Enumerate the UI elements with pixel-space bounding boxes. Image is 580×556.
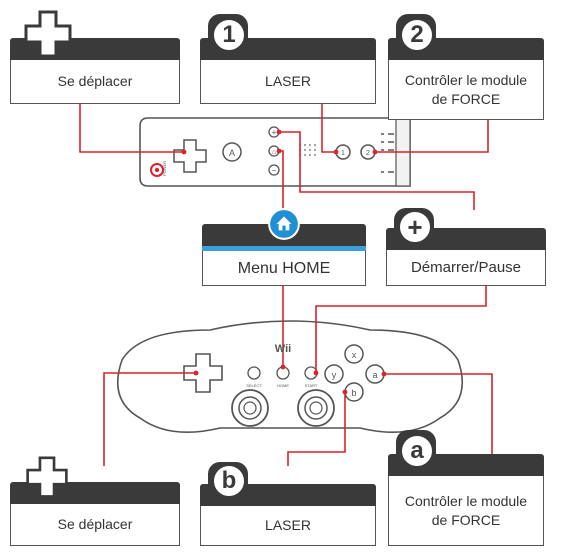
dpad-icon xyxy=(24,10,72,58)
card-force-top-line1: Contrôler le module xyxy=(404,71,528,88)
card-move-top-label: Se déplacer xyxy=(10,60,180,104)
card-move-top: Se déplacer xyxy=(10,10,180,104)
wiimote-power-label: POWER xyxy=(162,161,167,176)
wiimote-a-button xyxy=(222,142,242,162)
classic-b-label: b xyxy=(351,388,356,398)
classic-dpad-icon xyxy=(183,353,223,393)
classic-controller xyxy=(116,320,464,433)
classic-select-label: SELECT xyxy=(246,383,262,388)
wiimote-home-label: ⌂ xyxy=(272,149,276,156)
classic-x-label: x xyxy=(352,350,357,360)
classic-brand: Wii xyxy=(275,343,291,355)
card-move-bottom-label: Se déplacer xyxy=(10,504,180,546)
connector-dots xyxy=(181,129,387,395)
wiimote-2-label: 2 xyxy=(366,150,370,157)
classic-select-button xyxy=(247,366,261,380)
classic-start-label: START xyxy=(305,383,318,388)
badge-one: 1 xyxy=(212,18,246,52)
wiimote-a-label: A xyxy=(229,148,235,158)
card-force-top-body: Contrôler le module de FORCE xyxy=(388,60,544,120)
wiimote-player-leds xyxy=(381,133,394,173)
card-force-bottom-line1: Contrôler le module xyxy=(404,492,528,509)
badge-plus: + xyxy=(398,210,432,244)
card-force-bottom-line2: de FORCE xyxy=(431,511,501,528)
home-icon xyxy=(268,208,300,240)
card-start-pause: Démarrer/Pause + xyxy=(386,206,546,286)
card-menu-home-label: Menu HOME xyxy=(202,251,366,286)
wiimote-1-label: 1 xyxy=(341,150,345,157)
classic-a-label: a xyxy=(372,370,377,380)
card-force-bottom-body: Contrôler le module de FORCE xyxy=(388,476,544,546)
card-laser-bottom: LASER b xyxy=(200,462,376,546)
classic-left-stick xyxy=(231,389,269,427)
wiimote-minus-label: − xyxy=(272,166,277,175)
card-laser-top-label: LASER xyxy=(200,60,376,104)
badge-two: 2 xyxy=(400,18,434,52)
card-force-top-line2: de FORCE xyxy=(431,90,501,107)
controller-text: A POWER + ⌂ − 1 2 Wii SELECT HOME START … xyxy=(162,128,378,398)
classic-y-button xyxy=(324,364,344,384)
wiimote-dpad-icon xyxy=(173,139,207,173)
card-laser-top: LASER 1 xyxy=(200,14,376,104)
card-start-pause-label: Démarrer/Pause xyxy=(386,250,546,286)
card-menu-home: Menu HOME xyxy=(202,206,366,286)
card-laser-bottom-label: LASER xyxy=(200,506,376,546)
classic-x-button xyxy=(344,344,364,364)
card-force-top: Contrôler le module de FORCE 2 xyxy=(388,14,544,120)
card-move-bottom: Se déplacer xyxy=(10,456,180,546)
wiimote-minus-button xyxy=(268,164,280,176)
badge-a: a xyxy=(400,434,434,468)
wiimote-plus-label: + xyxy=(272,128,277,137)
classic-home-label: HOME xyxy=(277,383,289,388)
badge-b: b xyxy=(212,464,246,498)
card-force-bottom: Contrôler le module de FORCE a xyxy=(388,430,544,546)
dpad-icon-bottom xyxy=(26,456,68,498)
classic-right-stick xyxy=(297,389,335,427)
classic-y-label: y xyxy=(332,370,337,380)
